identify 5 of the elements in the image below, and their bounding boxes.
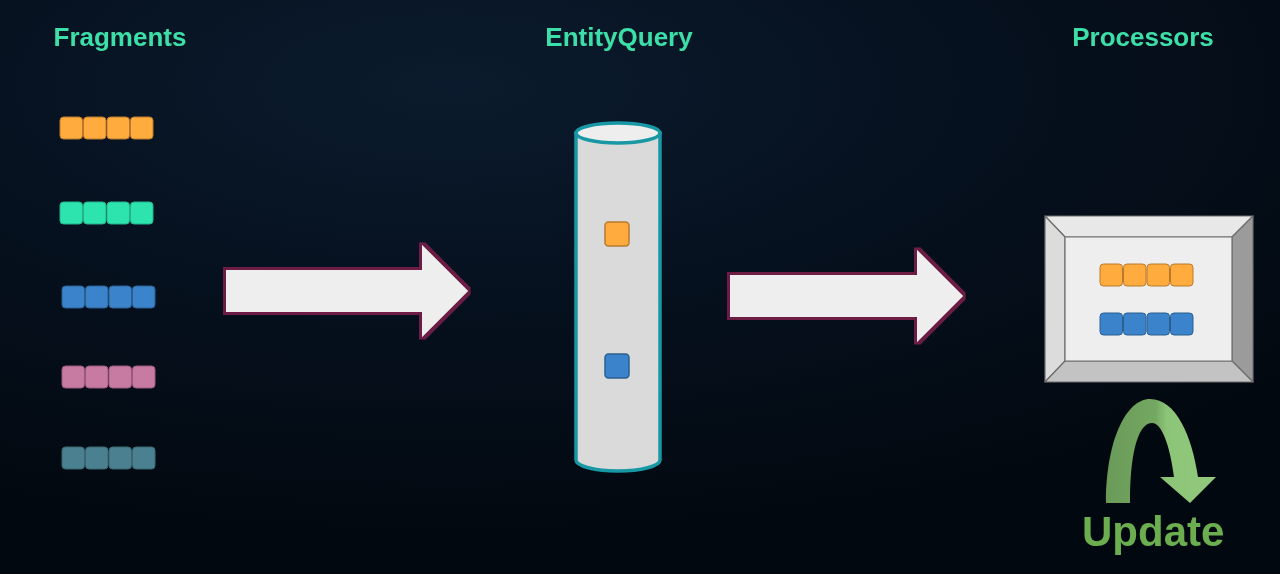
block-arrow bbox=[226, 245, 468, 337]
update-label: Update bbox=[1082, 508, 1225, 556]
column-heading: Fragments bbox=[52, 22, 188, 52]
column-heading: Processors bbox=[1071, 22, 1215, 52]
column-heading: EntityQuery bbox=[544, 22, 694, 52]
